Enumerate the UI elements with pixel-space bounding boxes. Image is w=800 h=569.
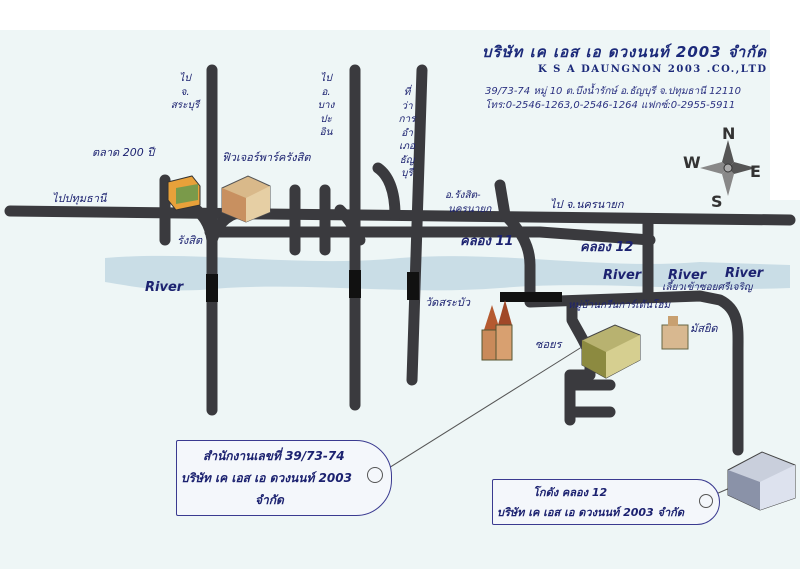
compass-e: E [750,162,761,181]
label-to-thanyaburi: ที่ ว่า การ อำ เภอ ธัญ บุรี [398,87,416,179]
label-to-saraburi: ไป จ. สระบุรี [170,73,200,111]
road-v3 [406,64,428,386]
label-village: หมู่บ้านกรีนการ์เด้นโฮม [568,300,671,311]
village-building-icon [581,324,641,379]
warehouse-tag: โกดัง คลอง 12 บริษัท เค เอส เอ ดวงนนท์ 2… [492,479,720,525]
label-soi-entrance: เลี้ยวเข้าซอยศรีเจริญ [662,282,753,293]
road-khlong11 [494,179,744,456]
office-tag-line2: บริษัท เค เอส เอ ดวงนนท์ 2003 [181,471,352,485]
company-title: บริษัท เค เอส เอ ดวงนนท์ 2003 จำกัด [482,43,767,61]
label-future-park: ฟิวเจอร์พาร์ครังสิต [222,151,311,164]
road-v7 [372,162,401,221]
label-market: ตลาด 200 ปี [92,146,155,159]
mosque-building-icon [661,316,689,350]
label-mosque: มัสยิด [690,322,718,335]
market-building-icon [167,175,201,211]
label-river-right2: River [725,266,764,281]
company-address: 39/73-74 หมู่ 10 ต.บึงน้ำรักษ์ อ.ธัญบุรี… [485,86,741,97]
bg-patch-top [0,0,800,30]
label-river-left: River [145,280,184,295]
company-english-name: K S A DAUNGNON 2003 .CO.,LTD [538,64,768,75]
bridge-1 [206,274,218,302]
label-rangsit: รังสิต [177,234,203,247]
bridge-4 [500,292,562,302]
label-river-mid: River [603,268,642,283]
future-park-building-icon [221,175,271,223]
warehouse-tag-hole-icon [699,494,713,508]
office-tag: สำนักงานเลขที่ 39/73-74 บริษัท เค เอส เอ… [176,440,392,516]
warehouse-building-icon [727,451,796,511]
river [105,255,790,291]
office-tag-line1: สำนักงานเลขที่ 39/73-74 [203,449,345,463]
label-soi: ซอยร [535,338,562,351]
bridge-3 [407,272,419,300]
temple-icon [481,300,513,361]
compass-n: N [722,124,736,143]
compass-rose-icon [700,140,756,196]
compass-w: W [683,153,701,172]
bg-patch-right [770,0,800,200]
bridge-2 [349,270,361,298]
label-rangsit-nk-1: อ.รังสิต- [445,190,481,201]
road-main-ew-2 [204,226,656,246]
warehouse-tag-line1: โกดัง คลอง 12 [533,486,608,499]
label-khlong11: คลอง 11 [460,234,514,249]
label-wat: วัดสระบัว [425,296,471,309]
label-to-pathum: ไปปทุมธานี [52,192,107,205]
road-loop [334,204,366,246]
warehouse-tag-line2: บริษัท เค เอส เอ ดวงนนท์ 2003 จำกัด [497,506,684,519]
label-khlong12: คลอง 12 [580,240,634,255]
label-to-nakhonnayok: ไป จ.นครนายก [550,198,624,211]
office-tag-hole-icon [367,467,383,483]
company-phones: โทร:0-2546-1263,0-2546-1264 แฟกซ์:0-2955… [485,100,736,111]
office-tag-line3: จำกัด [255,493,284,507]
label-rangsit-nk-2: นครนายก [448,204,492,215]
pointer-office [375,344,586,477]
label-to-bangpa-in: ไป อ. บาง ปะ อิน [317,73,335,138]
compass-s: S [711,192,723,211]
label-river-right1: River [668,268,707,283]
